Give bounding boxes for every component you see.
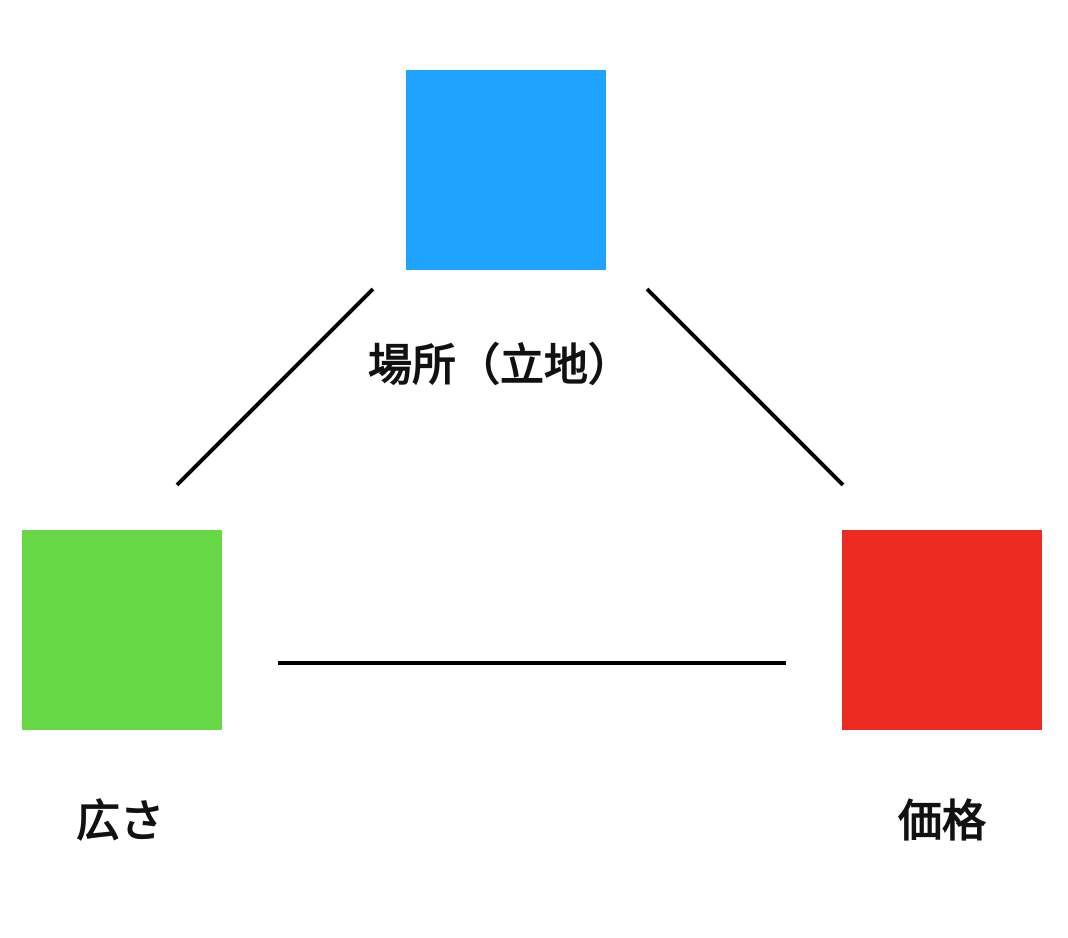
price-label: 価格 xyxy=(898,796,986,847)
price-node-square xyxy=(842,530,1042,730)
size-node-square xyxy=(22,530,222,730)
location-label: 場所（立地） xyxy=(368,340,632,391)
size-label: 広さ xyxy=(76,796,164,847)
location-node-square xyxy=(406,70,606,270)
edge-top-left xyxy=(175,287,375,487)
edge-top-right xyxy=(645,287,845,487)
